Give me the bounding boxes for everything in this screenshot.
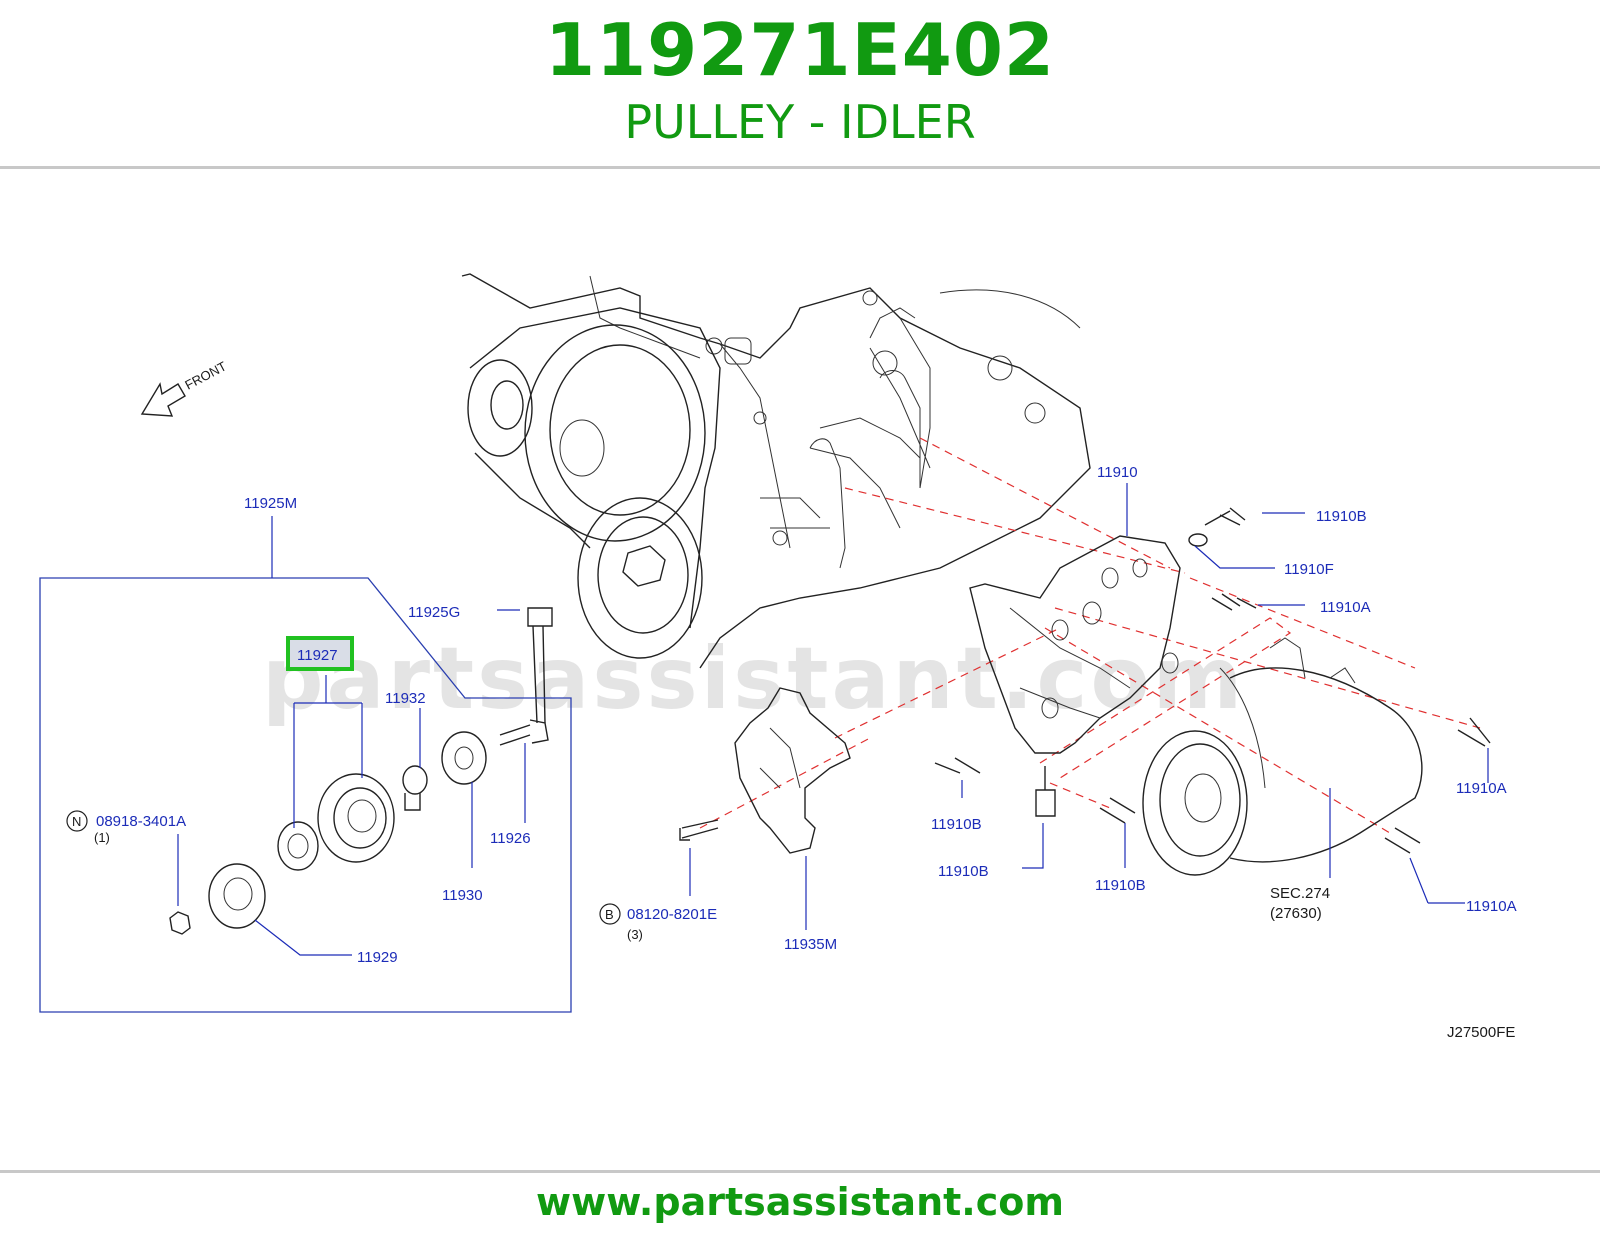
callout-11910B-top[interactable]: 11910B bbox=[1316, 508, 1367, 525]
footer-divider bbox=[0, 1170, 1600, 1173]
compressor-drawing bbox=[1142, 637, 1423, 876]
callout-11910A-bottom[interactable]: 11910A bbox=[1466, 898, 1517, 915]
callout-11926[interactable]: 11926 bbox=[490, 830, 531, 847]
callout-11925M[interactable]: 11925M bbox=[244, 495, 297, 512]
parts-diagram: partsassistant.com FRONT bbox=[39, 273, 1517, 1041]
callout-11910[interactable]: 11910 bbox=[1097, 464, 1138, 481]
callout-11910B-mid[interactable]: 11910B bbox=[938, 863, 989, 880]
highlighted-callout-box[interactable] bbox=[286, 636, 354, 671]
section-reference-sub: (27630) bbox=[1270, 905, 1322, 922]
callout-11910A-top[interactable]: 11910A bbox=[1320, 599, 1371, 616]
callout-11925G[interactable]: 11925G bbox=[408, 604, 460, 621]
front-arrow-icon bbox=[140, 382, 186, 417]
part-number-title: 119271E402 bbox=[544, 8, 1056, 92]
crank-pulley-drawing bbox=[467, 307, 721, 659]
page-header: 119271E402 PULLEY - IDLER bbox=[0, 0, 1600, 168]
idler-pulley-parts-drawing bbox=[169, 731, 487, 935]
callout-08918-3401A[interactable]: 08918-3401A bbox=[96, 813, 186, 830]
callout-11929[interactable]: 11929 bbox=[357, 949, 398, 966]
callout-11910B-left[interactable]: 11910B bbox=[931, 816, 982, 833]
assembly-frame bbox=[39, 577, 572, 1013]
callout-08120-qty: (3) bbox=[627, 927, 643, 942]
callout-11935M[interactable]: 11935M bbox=[784, 936, 837, 953]
header-divider bbox=[0, 166, 1600, 169]
b-symbol: B bbox=[605, 907, 614, 922]
callout-11910A-mid[interactable]: 11910A bbox=[1456, 780, 1507, 797]
n-symbol-icon bbox=[66, 810, 88, 832]
alternator-bracket-drawing bbox=[969, 535, 1181, 754]
front-label: FRONT bbox=[182, 358, 229, 392]
engine-block-drawing bbox=[461, 273, 1091, 669]
support-bracket-drawing bbox=[734, 687, 851, 854]
callout-11930[interactable]: 11930 bbox=[442, 887, 483, 904]
callout-08120-8201E[interactable]: 08120-8201E bbox=[627, 906, 717, 923]
callout-11932[interactable]: 11932 bbox=[385, 690, 426, 707]
diagram-code: J27500FE bbox=[1447, 1024, 1515, 1041]
callout-11910F[interactable]: 11910F bbox=[1284, 561, 1334, 578]
watermark-text: partsassistant.com bbox=[262, 629, 1245, 729]
callout-11910B-right[interactable]: 11910B bbox=[1095, 877, 1146, 894]
callout-leader-lines bbox=[177, 483, 1489, 956]
callout-11927[interactable]: 11927 bbox=[297, 647, 338, 664]
n-symbol: N bbox=[72, 814, 81, 829]
assembly-guide-lines bbox=[699, 437, 1481, 834]
section-reference: SEC.274 bbox=[1270, 885, 1330, 902]
b-symbol-icon bbox=[599, 903, 621, 925]
part-name-subtitle: PULLEY - IDLER bbox=[624, 95, 976, 149]
bolt-icons bbox=[499, 507, 1491, 854]
footer-url[interactable]: www.partsassistant.com bbox=[536, 1180, 1064, 1224]
callout-08918-qty: (1) bbox=[94, 830, 110, 845]
